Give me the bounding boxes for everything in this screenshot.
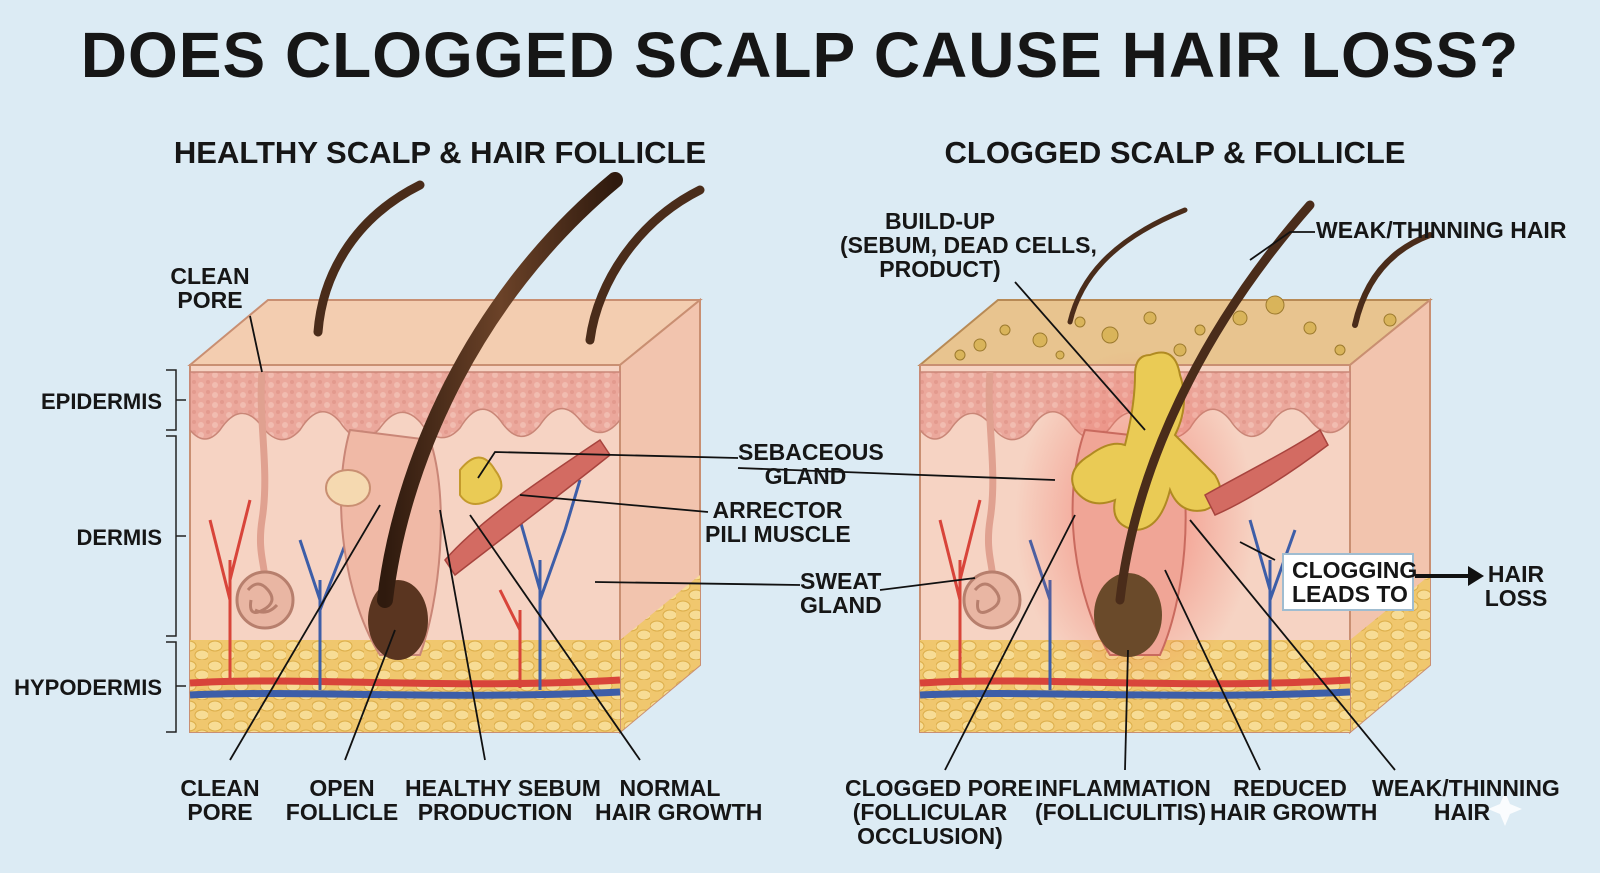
label-line: OCCLUSION)	[857, 823, 1003, 850]
healthy-sweat-duct	[257, 371, 269, 592]
healthy-block	[166, 172, 705, 735]
healthy-epidermis	[189, 371, 621, 441]
label-line: CLOGGED PORE	[845, 775, 1033, 801]
label-line: NORMAL	[619, 775, 721, 801]
sparkle-icon	[1488, 792, 1522, 826]
label-line: FOLLICLE	[285, 799, 399, 826]
clogged-sweat-duct	[985, 371, 997, 592]
label-reduced-hair-growth: REDUCED HAIR GROWTH	[1210, 775, 1378, 826]
label-line: HEALTHY SEBUM	[405, 775, 601, 801]
sweat-coil	[246, 582, 279, 614]
clogged-hair-main	[1115, 200, 1315, 605]
layer-dermis: DERMIS	[76, 525, 162, 550]
label-line: HAIR	[1433, 799, 1491, 826]
bracket-dermis	[166, 435, 186, 637]
healthy-sebaceous-left	[325, 469, 371, 507]
label-healthy-sebum: HEALTHY SEBUM PRODUCTION	[405, 775, 601, 826]
label-line: ARRECTOR	[712, 497, 843, 523]
clogged-vein	[919, 688, 1351, 699]
healthy-top-clean-pore: CLEAN PORE	[160, 264, 260, 312]
clogged-side-fat	[1350, 575, 1430, 732]
label-normal-hair-growth: NORMAL HAIR GROWTH	[595, 775, 763, 826]
healthy-vein	[189, 688, 621, 699]
label-weak-thinning-top: WEAK/THINNING HAIR	[1316, 217, 1567, 243]
clogged-skin-surface	[917, 299, 1433, 366]
label-line: CLEAN	[170, 263, 250, 289]
label-line: PILI MUSCLE	[705, 521, 851, 548]
label-line: INFLAMMATION	[1035, 775, 1211, 801]
label-clogged-pore: CLOGGED PORE (FOLLICULAR OCCLUSION)	[845, 775, 1033, 850]
label-line: SEBACEOUS	[738, 439, 884, 465]
label-line: PRODUCT)	[879, 256, 1001, 283]
layer-hypodermis: HYPODERMIS	[14, 675, 162, 700]
label-line: (FOLLICULAR	[852, 799, 1008, 826]
label-line: HAIR GROWTH	[595, 799, 763, 826]
healthy-hair-main	[377, 172, 623, 608]
arrow-right-head	[1468, 566, 1484, 586]
label-hair-loss: HAIR LOSS	[1480, 562, 1552, 610]
clogged-hair-right	[1352, 232, 1433, 328]
label-line: CLOGGING	[1292, 557, 1418, 583]
healthy-sweat-gland	[235, 570, 295, 630]
healthy-capillary-red	[208, 499, 252, 680]
bracket-epidermis	[166, 369, 186, 431]
label-line: REDUCED	[1233, 775, 1347, 801]
label-line: LOSS	[1484, 585, 1548, 612]
label-buildup: BUILD-UP (SEBUM, DEAD CELLS, PRODUCT)	[840, 208, 1097, 283]
clogged-sweat-gland	[962, 570, 1022, 630]
sweat-coil-2	[973, 582, 1001, 614]
healthy-side-fat	[620, 575, 700, 732]
label-line: LEADS TO	[1292, 581, 1408, 608]
healthy-hair-left	[313, 180, 425, 337]
label-line: CLEAN	[180, 775, 260, 801]
healthy-capillary-red-2	[498, 589, 522, 688]
label-line: GLAND	[800, 592, 882, 619]
clogged-heading: CLOGGED SCALP & FOLLICLE	[944, 135, 1406, 170]
healthy-heading: HEALTHY SCALP & HAIR FOLLICLE	[173, 135, 707, 170]
label-sweat-gland: SWEAT GLAND	[800, 568, 882, 619]
label-line: GLAND	[764, 463, 847, 490]
label-line: PRODUCTION	[417, 799, 573, 826]
healthy-capillary-blue-2	[518, 479, 582, 690]
label-line: WEAK/THINNING	[1372, 775, 1560, 801]
label-line: PORE	[187, 799, 253, 826]
clogged-hair-bulb	[1094, 573, 1162, 657]
healthy-artery	[189, 676, 621, 688]
main-title: DOES CLOGGED SCALP CAUSE HAIR LOSS?	[80, 19, 1520, 91]
buildup-flecks	[954, 295, 1397, 361]
label-weak-thinning-bottom: WEAK/THINNING HAIR	[1372, 775, 1560, 826]
label-line: HAIR	[1487, 561, 1545, 587]
label-line: SWEAT	[800, 568, 882, 594]
leader-lines	[229, 231, 1396, 771]
layer-epidermis: EPIDERMIS	[40, 389, 162, 414]
clogged-block	[917, 200, 1433, 735]
healthy-skin-surface	[187, 299, 703, 366]
clogged-hair-left	[1067, 207, 1188, 325]
label-open-follicle: OPEN FOLLICLE	[282, 776, 402, 824]
label-line: BUILD-UP	[885, 208, 995, 234]
label-arrector-pili: ARRECTOR PILI MUSCLE	[705, 497, 851, 548]
label-line: PORE	[177, 287, 243, 314]
label-line: (FOLLICULITIS)	[1035, 799, 1207, 826]
clogged-arrector-muscle	[1204, 428, 1329, 516]
healthy-sebaceous-gland	[459, 456, 503, 505]
label-line: HAIR GROWTH	[1210, 799, 1378, 826]
label-clean-pore: CLEAN PORE	[170, 776, 270, 824]
callout-clogging-leads-to: CLOGGING LEADS TO	[1282, 553, 1418, 612]
bracket-hypodermis	[166, 641, 186, 733]
label-inflammation: INFLAMMATION (FOLLICULITIS)	[1035, 775, 1211, 826]
label-sebaceous-gland: SEBACEOUS GLAND	[738, 439, 884, 490]
healthy-hair-right	[585, 185, 705, 345]
label-line: OPEN	[309, 775, 375, 801]
healthy-hair-bulb	[368, 580, 428, 660]
label-line: (SEBUM, DEAD CELLS,	[840, 232, 1097, 259]
